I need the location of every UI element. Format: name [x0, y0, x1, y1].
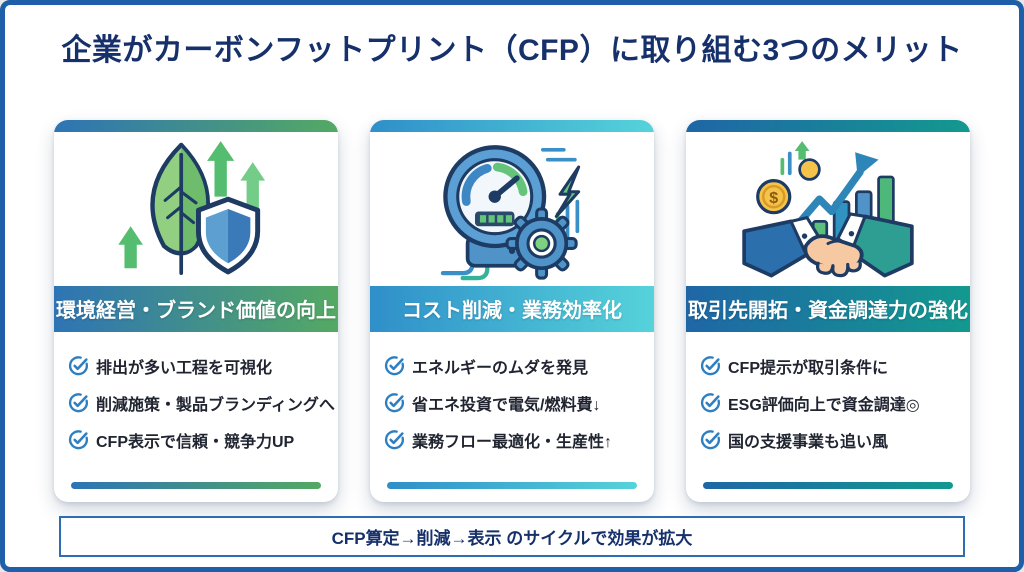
card-bullet-list: エネルギーのムダを発見 省エネ投資で電気/燃料費↓ 業務フロー最適化・生産性↑: [370, 332, 654, 482]
dollar-glyph: $: [769, 188, 778, 206]
card-illustration: [54, 131, 338, 286]
footer-text: CFP算定→削減→表示 のサイクルで効果が拡大: [331, 528, 693, 548]
benefit-card-environment: 環境経営・ブランド価値の向上 排出が多い工程を可視化 削減施策・製品ブランディン…: [54, 119, 338, 502]
card-header-band: 取引先開拓・資金調達力の強化: [686, 285, 970, 332]
card-bottom-accent: [387, 481, 637, 489]
bullet-text: ESG評価向上で資金調達◎: [728, 396, 920, 414]
bullet-row: エネルギーのムダを発見: [384, 354, 644, 378]
check-circle-icon: [384, 356, 405, 376]
card-top-accent: [686, 119, 970, 132]
card-top-accent: [54, 119, 338, 132]
card-header-text: 取引先開拓・資金調達力の強化: [688, 300, 968, 322]
bullet-row: 削減施策・製品ブランディングへ: [68, 391, 335, 415]
card-bullet-list: CFP提示が取引条件に ESG評価向上で資金調達◎ 国の支援事業も追い風: [686, 332, 970, 482]
card-bottom-accent: [71, 481, 321, 489]
bullet-text: エネルギーのムダを発見: [412, 359, 589, 377]
bullet-text: 削減施策・製品ブランディングへ: [96, 396, 335, 414]
card-top-accent: [370, 119, 654, 132]
benefit-cards-row: 環境経営・ブランド価値の向上 排出が多い工程を可視化 削減施策・製品ブランディン…: [54, 119, 970, 502]
bullet-row: CFP表示で信頼・競争力UP: [68, 428, 328, 452]
leaf-shield-growth-icon: [118, 140, 266, 275]
handshake-growth-funding-icon: $: [742, 140, 914, 277]
bullet-row: 排出が多い工程を可視化: [68, 354, 328, 378]
benefit-card-funding: $: [686, 119, 970, 502]
bullet-text: 省エネ投資で電気/燃料費↓: [412, 396, 601, 414]
card-header-text: 環境経営・ブランド価値の向上: [56, 300, 336, 322]
card-bottom-accent: [703, 481, 953, 489]
card-header-band: コスト削減・業務効率化: [370, 285, 654, 332]
check-circle-icon: [700, 430, 721, 450]
gauge-gear-efficiency-icon: [440, 144, 581, 280]
bullet-text: 排出が多い工程を可視化: [96, 359, 273, 377]
check-circle-icon: [384, 393, 405, 413]
bullet-row: CFP提示が取引条件に: [700, 354, 960, 378]
check-circle-icon: [68, 393, 89, 413]
check-circle-icon: [700, 393, 721, 413]
card-illustration: [370, 131, 654, 286]
benefit-card-cost-efficiency: コスト削減・業務効率化 エネルギーのムダを発見 省エネ投資で電気/燃料費↓ 業務…: [370, 119, 654, 502]
bullet-row: 国の支援事業も追い風: [700, 428, 960, 452]
page-title: 企業がカーボンフットプリント（CFP）に取り組む3つのメリット: [61, 34, 963, 67]
bullet-row: 省エネ投資で電気/燃料費↓: [384, 391, 644, 415]
card-illustration: $: [686, 131, 970, 286]
bullet-row: ESG評価向上で資金調達◎: [700, 391, 960, 415]
card-header-text: コスト削減・業務効率化: [402, 300, 622, 322]
check-circle-icon: [68, 430, 89, 450]
bullet-text: 業務フロー最適化・生産性↑: [412, 433, 613, 451]
card-header-band: 環境経営・ブランド価値の向上: [54, 285, 338, 332]
footer-banner: CFP算定→削減→表示 のサイクルで効果が拡大: [59, 515, 965, 557]
card-bullet-list: 排出が多い工程を可視化 削減施策・製品ブランディングへ CFP表示で信頼・競争力…: [54, 332, 338, 482]
bullet-row: 業務フロー最適化・生産性↑: [384, 428, 644, 452]
check-circle-icon: [384, 430, 405, 450]
bullet-text: CFP表示で信頼・競争力UP: [96, 433, 295, 451]
check-circle-icon: [68, 356, 89, 376]
check-circle-icon: [700, 356, 721, 376]
bullet-text: 国の支援事業も追い風: [728, 433, 889, 451]
bullet-text: CFP提示が取引条件に: [728, 359, 889, 377]
